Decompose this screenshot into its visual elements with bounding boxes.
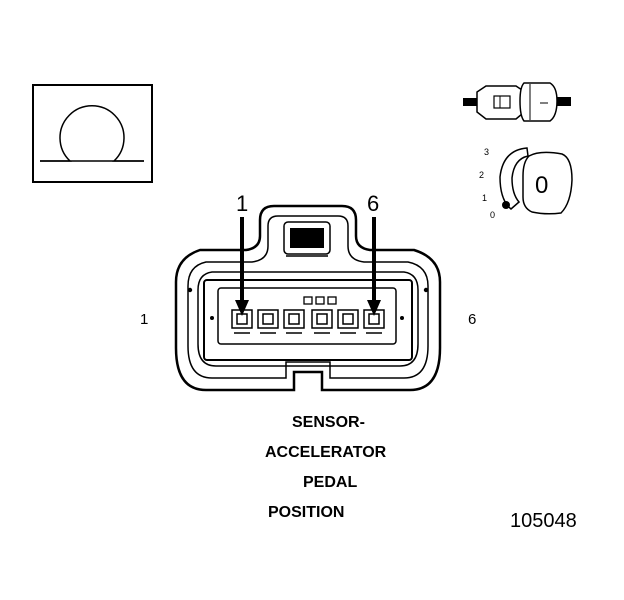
key-selected-position: 0	[535, 172, 549, 199]
omega-resistance-icon	[32, 84, 153, 183]
side-label-left: 1	[140, 311, 149, 328]
terminal-cavities	[231, 309, 385, 334]
title-line-1: SENSOR-	[292, 414, 365, 431]
pin-callout-left: 1	[236, 191, 249, 216]
title-line-2: ACCELERATOR	[265, 444, 387, 461]
connector-face	[174, 204, 442, 392]
terminal-cavity-4	[311, 309, 333, 334]
key-mark-1: 1	[482, 193, 488, 203]
pin-6-arrow	[367, 217, 381, 316]
terminal-cavity-6	[363, 309, 385, 334]
key-mark-2: 2	[479, 170, 485, 180]
key-mark-0: 0	[490, 210, 496, 220]
title-line-4: POSITION	[268, 504, 345, 521]
terminal-cavity-5	[337, 309, 359, 334]
terminal-cavity-2	[257, 309, 279, 334]
title-line-3: PEDAL	[303, 474, 358, 491]
key-mark-3: 3	[484, 147, 490, 157]
pin-1-arrow	[235, 217, 249, 316]
figure-number: 105048	[510, 510, 577, 532]
side-label-right: 6	[468, 311, 477, 328]
ignition-key-icon	[499, 147, 573, 215]
connector-side-view-icon	[463, 82, 571, 122]
terminal-cavity-3	[283, 309, 305, 334]
pin-callout-right: 6	[367, 191, 380, 216]
